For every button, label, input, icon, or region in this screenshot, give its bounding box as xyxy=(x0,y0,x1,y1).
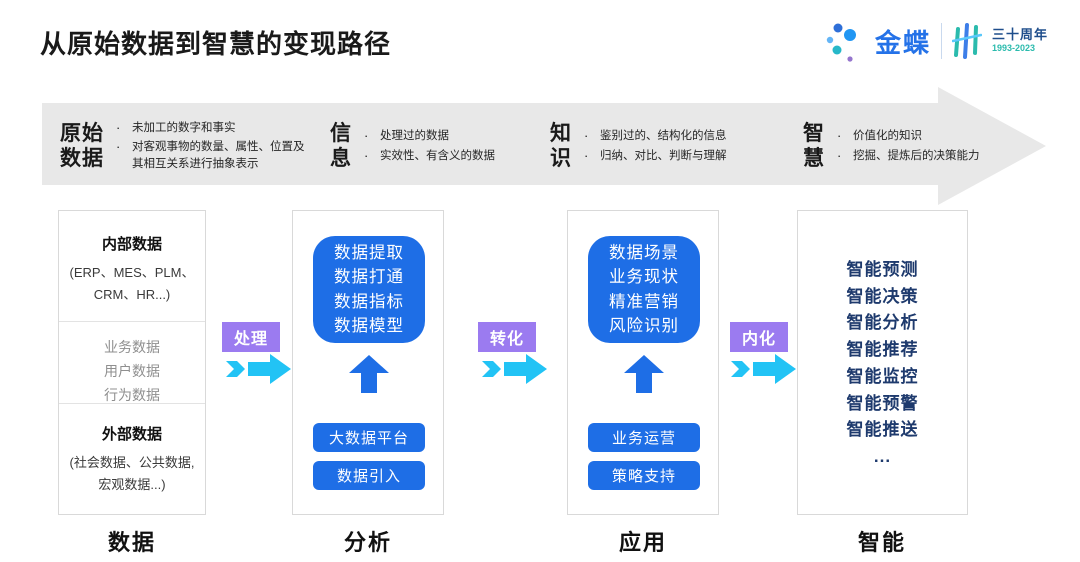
up-arrow-icon xyxy=(624,355,664,393)
anniversary-text: 三十周年 1993-2023 xyxy=(991,27,1048,54)
column-label-application: 应用 xyxy=(618,530,667,555)
banner-stage-information: 信 息 · 处理过的数据 · 实效性、有含义的数据 xyxy=(330,106,530,186)
intelligence-item: 智能决策 xyxy=(846,286,919,306)
data-type-item: 行为数据 xyxy=(104,387,160,403)
section-divider xyxy=(59,403,205,404)
stage-bullet: · 未加工的数字和事实 xyxy=(116,119,236,135)
right-arrow-icon xyxy=(226,354,291,384)
intelligence-item: 智能推送 xyxy=(846,420,919,440)
intelligence-item: 智能监控 xyxy=(846,366,919,386)
data-type-item: 用户数据 xyxy=(104,363,160,379)
thirty-mark-icon xyxy=(951,23,982,59)
anniversary-years: 1993-2023 xyxy=(991,43,1036,54)
business-operation-button: 业务运营 xyxy=(588,423,700,452)
big-data-platform-button: 大数据平台 xyxy=(313,423,425,452)
flow-label-transform: 转化 xyxy=(478,322,536,352)
intelligence-item: 智能预警 xyxy=(846,393,919,413)
stage-term: 智 慧 xyxy=(803,122,825,170)
intelligence-column-box: 智能预测 智能决策 智能分析 智能推荐 智能监控 智能预警 智能推送 ... xyxy=(797,210,968,515)
analysis-capabilities-box: 数据提取 数据打通 数据指标 数据模型 xyxy=(313,236,425,343)
logo-divider xyxy=(940,23,942,59)
stage-bullet: · 对客观事物的数量、属性、位置及其相互关系进行抽象表示 xyxy=(116,139,305,170)
stage-bullet: · 处理过的数据 xyxy=(364,128,449,143)
data-column-box: 内部数据 (ERP、MES、PLM、CRM、HR...) 业务数据 用户数据 行… xyxy=(58,210,206,515)
application-column-box: 数据场景 业务现状 精准营销 风险识别 业务运营 策略支持 xyxy=(567,210,719,515)
banner-stage-knowledge: 知 识 · 鉴别过的、结构化的信息 · 归纳、对比、判断与理解 xyxy=(550,106,785,186)
anniversary-title: 三十周年 xyxy=(991,27,1048,43)
intelligence-item: 智能预测 xyxy=(846,260,919,279)
stage-term: 信 息 xyxy=(330,122,352,170)
intelligence-item: 智能推荐 xyxy=(846,340,919,360)
internal-data-desc: (ERP、MES、PLM、CRM、HR...) xyxy=(69,265,195,302)
right-arrow-icon xyxy=(731,354,796,384)
stage-bullet: · 挖掘、提炼后的决策能力 xyxy=(837,147,980,163)
right-arrow-icon xyxy=(482,354,547,384)
stage-bullet: · 实效性、有含义的数据 xyxy=(364,147,495,163)
page-title: 从原始数据到智慧的变现路径 xyxy=(40,29,392,59)
banner-arrow-shape xyxy=(42,87,1046,205)
brand-name: 金蝶 xyxy=(874,27,931,58)
intelligence-item: 智能分析 xyxy=(846,313,919,333)
stage-bullet: · 归纳、对比、判断与理解 xyxy=(584,147,727,163)
stage-bullet: · 鉴别过的、结构化的信息 xyxy=(584,128,727,143)
column-label-intelligence: 智能 xyxy=(857,530,906,555)
column-label-data: 数据 xyxy=(107,530,156,555)
external-data-title: 外部数据 xyxy=(101,426,162,443)
flow-label-process: 处理 xyxy=(222,322,280,352)
data-type-item: 业务数据 xyxy=(104,339,160,355)
internal-data-title: 内部数据 xyxy=(101,236,162,253)
stage-term: 知 识 xyxy=(550,122,572,170)
external-data-desc: (社会数据、公共数据, 宏观数据...) xyxy=(69,455,195,492)
internal-data-section: 内部数据 (ERP、MES、PLM、CRM、HR...) xyxy=(59,233,205,306)
strategy-support-button: 策略支持 xyxy=(588,461,700,490)
intelligence-ellipsis: ... xyxy=(873,446,892,466)
external-data-section: 外部数据 (社会数据、公共数据, 宏观数据...) xyxy=(59,423,205,496)
section-divider xyxy=(59,321,205,322)
stage-term: 原始 数据 xyxy=(60,122,104,170)
kingdee-logo: 金蝶 三十周年 1993-2023 xyxy=(823,18,1048,64)
kingdee-dots-icon xyxy=(826,23,856,62)
stage-bullet: · 价值化的知识 xyxy=(837,128,922,143)
application-scenarios-box: 数据场景 业务现状 精准营销 风险识别 xyxy=(588,236,700,343)
analysis-column-box: 数据提取 数据打通 数据指标 数据模型 大数据平台 数据引入 xyxy=(292,210,444,515)
banner-stage-wisdom: 智 慧 · 价值化的知识 · 挖掘、提炼后的决策能力 xyxy=(803,106,1018,186)
data-types-section: 业务数据 用户数据 行为数据 xyxy=(59,335,205,407)
up-arrow-icon xyxy=(349,355,389,393)
data-import-button: 数据引入 xyxy=(313,461,425,490)
flow-label-internalize: 内化 xyxy=(730,322,788,352)
banner-stage-raw-data: 原始 数据 · 未加工的数字和事实 · 对客观事物的数量、属性、位置及其相互关系… xyxy=(60,106,322,186)
column-label-analysis: 分析 xyxy=(343,530,392,555)
intelligence-list: 智能预测 智能决策 智能分析 智能推荐 智能监控 智能预警 智能推送 ... xyxy=(798,257,967,471)
